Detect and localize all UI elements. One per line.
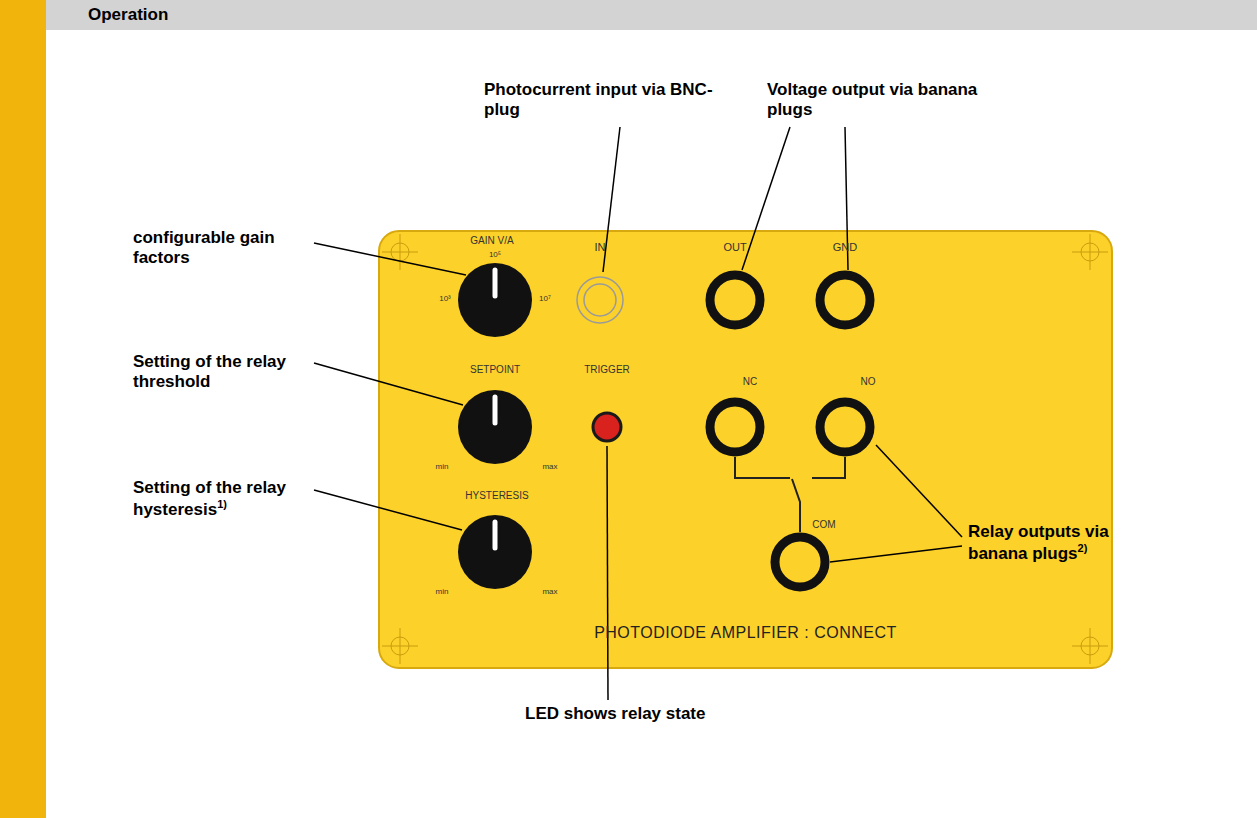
- trigger-led: [593, 413, 621, 441]
- scale-mark: min: [402, 462, 482, 472]
- connector-label: COM: [812, 519, 835, 530]
- connector-label: COM: [784, 519, 864, 531]
- scale-mark: 10³: [439, 294, 451, 303]
- scale-mark: min: [436, 587, 449, 596]
- callout-text: Voltage output via banana plugs: [767, 80, 977, 119]
- scale-mark: 10⁵: [489, 250, 501, 259]
- callout-text: LED shows relay state: [525, 704, 805, 724]
- footnote-number: 2): [1078, 542, 1088, 554]
- scale-mark: 10⁷: [539, 294, 551, 303]
- mount-mark: [1090, 234, 1091, 270]
- control-label: GAIN V/A: [470, 235, 513, 246]
- side-stripe: [0, 0, 46, 818]
- mount-mark: [400, 234, 401, 270]
- scale-mark: max: [510, 462, 590, 472]
- mount-marks: [382, 234, 1108, 664]
- connector-label: NO: [828, 376, 908, 388]
- setpoint-knob: [458, 390, 532, 464]
- callout-text: LED shows relay state: [525, 704, 705, 723]
- footnote-number: 1): [217, 498, 227, 510]
- front-panel: PHOTODIODE AMPLIFIER : CONNECT: [379, 231, 1112, 668]
- bnc-socket: [577, 277, 623, 323]
- panel-name: PHOTODIODE AMPLIFIER : CONNECT: [379, 624, 1112, 642]
- callout-text: configurable gain factors: [133, 228, 313, 269]
- callout-text: Setting of the relay hysteresis1): [133, 478, 313, 520]
- scale-mark: 10⁷: [505, 294, 585, 304]
- banana-jack: [710, 275, 870, 587]
- connector-label: GND: [833, 241, 857, 253]
- connector-label: IN: [560, 241, 640, 254]
- scale-mark: 10³: [405, 294, 485, 304]
- connector-label: OUT: [695, 241, 775, 254]
- scale-mark: min: [436, 462, 449, 471]
- control-label: SETPOINT: [455, 364, 535, 376]
- callout-text: Setting of the relay threshold: [133, 352, 313, 393]
- scale-mark: max: [510, 587, 590, 597]
- callout-text: Setting of the relay threshold: [133, 352, 286, 391]
- scale-mark: 10⁵: [455, 250, 535, 260]
- scale-mark: max: [542, 587, 557, 596]
- callout-text: Setting of the relay hysteresis: [133, 478, 286, 519]
- mount-mark: [400, 628, 401, 664]
- relay-switch-symbol: [735, 457, 845, 532]
- control-label: TRIGGER: [584, 364, 630, 375]
- scale-mark: min: [402, 587, 482, 597]
- callout-text: Relay outputs via banana plugs2): [968, 522, 1168, 564]
- section-title: Operation: [88, 5, 168, 25]
- callout-text: Photocurrent input via BNC-plug: [484, 80, 714, 121]
- callout-text: Relay outputs via banana plugs: [968, 522, 1109, 563]
- callout-text: configurable gain factors: [133, 228, 275, 267]
- control-label: HYSTERESIS: [457, 490, 537, 502]
- gain-knob: [458, 263, 532, 337]
- control-label: SETPOINT: [470, 364, 520, 375]
- connector-label: NO: [861, 376, 876, 387]
- hysteresis-knob: [458, 515, 532, 589]
- mount-mark: [1090, 628, 1091, 664]
- header-bar: [46, 0, 1257, 30]
- callout-text: Voltage output via banana plugs: [767, 80, 1007, 121]
- leader-line: [314, 127, 962, 700]
- control-label: GAIN V/A: [452, 235, 532, 247]
- front-panel: [379, 231, 1112, 668]
- control-label: HYSTERESIS: [465, 490, 528, 501]
- control-label: TRIGGER: [567, 364, 647, 376]
- scale-mark: max: [542, 462, 557, 471]
- connector-label: OUT: [723, 241, 746, 253]
- connector-label: GND: [805, 241, 885, 254]
- connector-label: IN: [595, 241, 606, 253]
- connector-label: NC: [710, 376, 790, 388]
- connector-label: NC: [743, 376, 757, 387]
- callout-text: Photocurrent input via BNC-plug: [484, 80, 713, 119]
